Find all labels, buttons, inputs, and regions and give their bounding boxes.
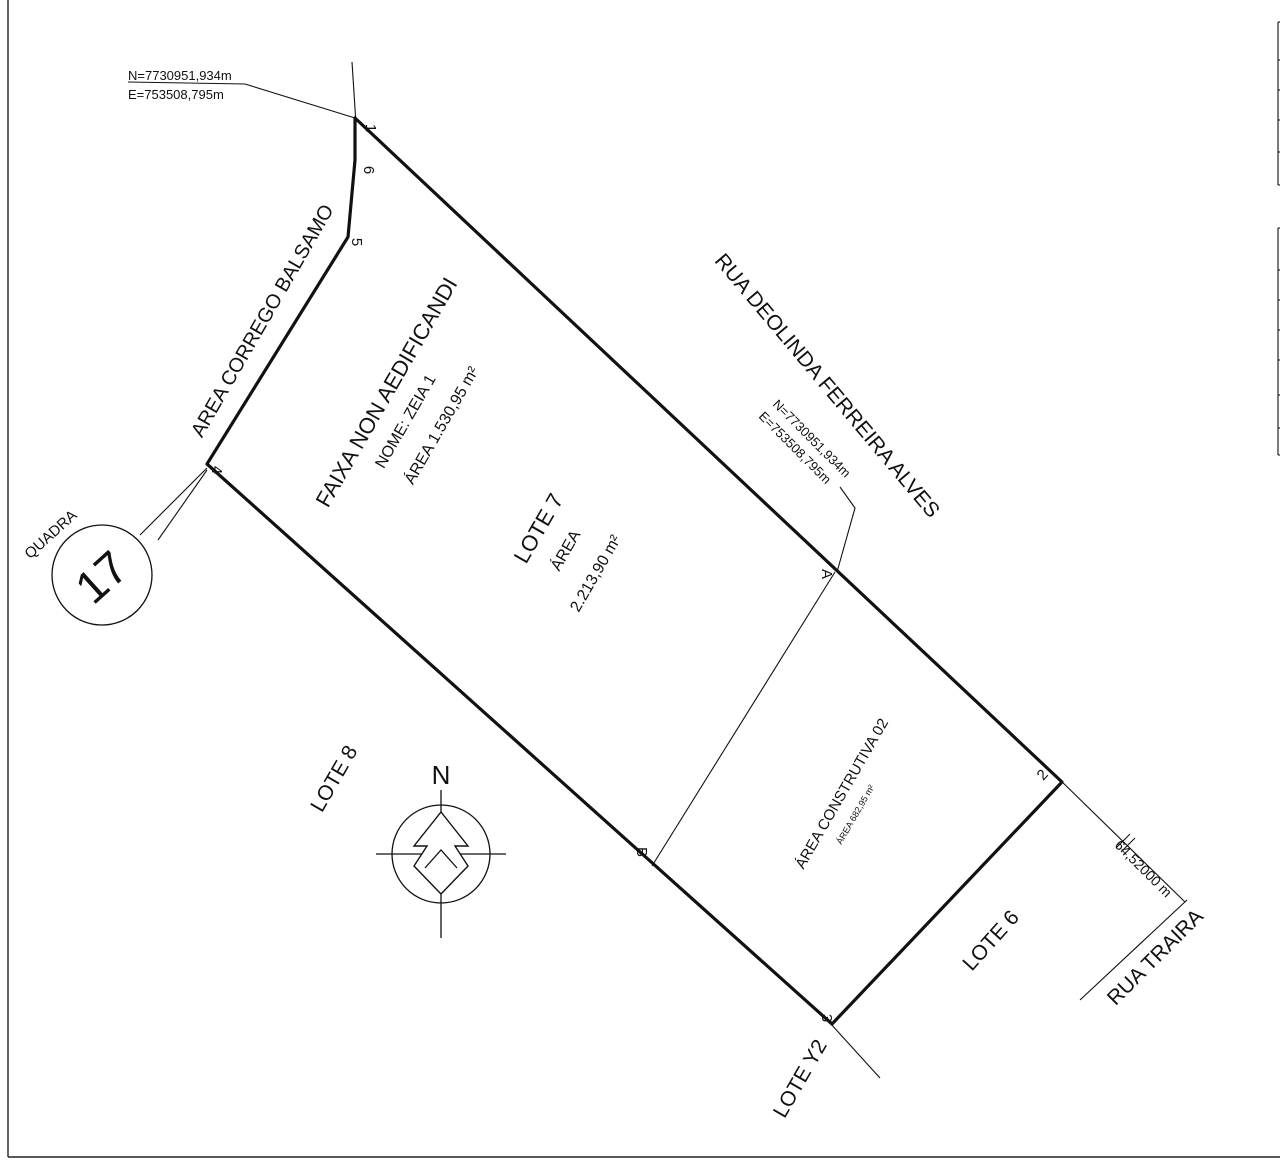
construction-area-title: ÁREA CONSTRUTIVA 02 [792,716,892,872]
lote6-label: LOTE 6 [958,906,1024,975]
block-leader-1 [139,467,208,536]
vertex-4-label: 4 [208,466,225,474]
extension-line-right [1054,774,1186,903]
block-circle [51,524,153,626]
vertex-6-label: 6 [360,166,377,174]
lote8-label: LOTE 8 [306,742,362,816]
mid-coordinate-leader [836,486,856,573]
lot-boundary [205,116,1064,1026]
vertex-3-label: 3 [818,1014,835,1022]
top-coordinate-e: E=753508,795m [128,87,224,102]
block-leader-2 [157,469,208,541]
block-number: 17 [65,541,138,614]
extension-line-bottom [819,1011,881,1079]
north-label: N [432,760,451,790]
top-coordinate-n: N=7730951,934m [128,68,232,83]
loteY2-label: LOTE Y2 [769,1036,832,1122]
extension-line-top [351,61,357,125]
dimension-tick-2 [1120,837,1136,853]
top-coordinate-leader [127,81,356,119]
dimension-line [1079,899,1188,1001]
dimension-tick-1 [1115,833,1131,849]
vertex-5-label: 5 [348,238,365,246]
corrego-label: AREA CORREGO BALSAMO [187,201,338,441]
division-line-a-b [651,571,836,867]
lot-area-label: ÁREA [546,526,584,574]
legend-table-top [1277,21,1280,186]
vertex-a-label: A [818,569,835,579]
dimension-label: 64,52000 m [1112,837,1176,901]
non-aedificandi-title: FAIXA NON AEDIFICANDI [311,273,463,511]
north-arrow-icon [376,790,506,938]
traira-street-label: RUA TRAIRA [1103,905,1208,1010]
vertex-b-label: B [633,847,650,857]
vertex-1-label: 1 [362,124,379,132]
